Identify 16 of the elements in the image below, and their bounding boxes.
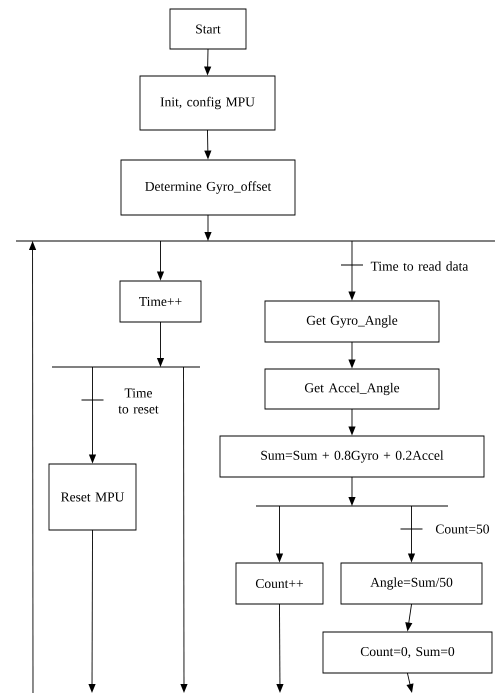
process-box: Reset MPU	[48, 464, 136, 530]
process-box: Get Accel_Angle	[264, 368, 440, 410]
branch-line	[16, 240, 496, 242]
edge-label: Time to read data	[370, 261, 468, 271]
edge-label: Count=50	[436, 524, 489, 534]
process-box: Angle=Sum/50	[340, 562, 482, 604]
edge-label: Time to reset	[118, 388, 159, 414]
process-box: Get Gyro_Angle	[264, 300, 440, 342]
process-box: Sum=Sum + 0.8Gyro + 0.2Accel	[220, 436, 484, 478]
process-box: Time++	[120, 280, 202, 322]
process-box: Determine Gyro_offset	[120, 160, 296, 216]
process-box: Start	[170, 8, 246, 50]
process-box: Count=0, Sum=0	[322, 632, 492, 674]
branch-line	[52, 366, 200, 368]
process-box: Init, config MPU	[140, 76, 276, 130]
process-box: Count++	[236, 562, 324, 604]
